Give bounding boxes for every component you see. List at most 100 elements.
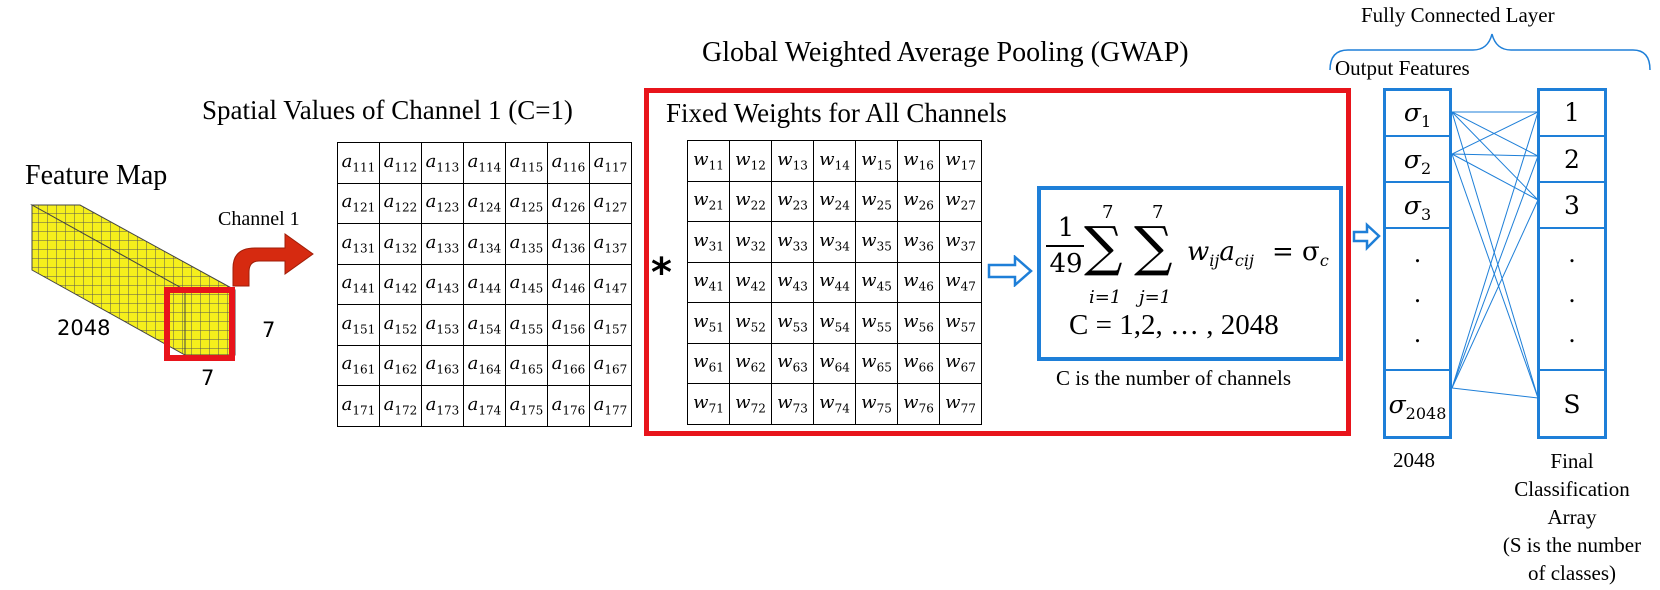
spatial-value-cell: a146 xyxy=(547,263,590,305)
spatial-value-cell: a115 xyxy=(505,142,548,184)
formula-result: = σ xyxy=(1272,237,1320,267)
formula-term: wijacij xyxy=(1187,237,1254,271)
formula-numerator: 1 xyxy=(1057,213,1075,243)
fc-connection-line xyxy=(1452,111,1538,155)
cube-width-label: 7 xyxy=(201,366,215,390)
output-feature-cell: σ2 xyxy=(1386,135,1449,183)
weight-cell: w26 xyxy=(897,180,940,222)
output-features-label: Output Features xyxy=(1335,56,1470,80)
spatial-value-cell: a163 xyxy=(421,344,464,386)
weight-cell: w47 xyxy=(939,261,982,303)
fc-connection-line xyxy=(1452,153,1538,201)
weight-cell: w77 xyxy=(939,383,982,425)
weight-cell: w17 xyxy=(939,140,982,182)
cube-height-label: 7 xyxy=(262,318,276,342)
spatial-value-cell: a165 xyxy=(505,344,548,386)
spatial-value-cell: a126 xyxy=(547,182,590,224)
class-ellipsis-dot: . xyxy=(1568,239,1576,268)
fc-connection-line xyxy=(1452,153,1538,399)
spatial-value-cell: a117 xyxy=(589,142,632,184)
fc-connection-line xyxy=(1452,387,1538,399)
sum-upper-1: 7 xyxy=(1102,202,1114,223)
spatial-value-cell: a162 xyxy=(379,344,422,386)
weight-cell: w61 xyxy=(687,342,730,384)
output-feature-cell: σ2048 xyxy=(1386,369,1449,438)
multiply-symbol: * xyxy=(651,250,672,296)
weight-cell: w42 xyxy=(729,261,772,303)
class-cell: 2 xyxy=(1540,135,1604,183)
spatial-value-cell: a137 xyxy=(589,223,632,265)
weight-cell: w54 xyxy=(813,302,856,344)
weight-cell: w45 xyxy=(855,261,898,303)
output-arrow xyxy=(1352,222,1381,252)
weight-cell: w55 xyxy=(855,302,898,344)
weight-cell: w51 xyxy=(687,302,730,344)
fc-connection-line xyxy=(1452,111,1538,389)
weight-cell: w44 xyxy=(813,261,856,303)
spatial-value-cell: a172 xyxy=(379,385,422,427)
fc-connection-line xyxy=(1452,199,1538,389)
spatial-value-cell: a131 xyxy=(337,223,380,265)
spatial-value-cell: a166 xyxy=(547,344,590,386)
formula-equals: = σc xyxy=(1272,237,1329,270)
fc-brace xyxy=(1329,33,1651,71)
spatial-value-cell: a112 xyxy=(379,142,422,184)
spatial-value-cell: a152 xyxy=(379,304,422,346)
spatial-value-cell: a135 xyxy=(505,223,548,265)
spatial-value-cell: a154 xyxy=(463,304,506,346)
spatial-value-cell: a145 xyxy=(505,263,548,305)
spatial-value-cell: a177 xyxy=(589,385,632,427)
spatial-value-cell: a173 xyxy=(421,385,464,427)
spatial-value-cell: a111 xyxy=(337,142,380,184)
fc-connections xyxy=(1452,111,1538,399)
spatial-value-cell: a176 xyxy=(547,385,590,427)
weight-cell: w63 xyxy=(771,342,814,384)
gwap-title: Global Weighted Average Pooling (GWAP) xyxy=(702,37,1189,68)
spatial-title: Spatial Values of Channel 1 (C=1) xyxy=(202,95,573,125)
spatial-value-cell: a151 xyxy=(337,304,380,346)
spatial-value-cell: a161 xyxy=(337,344,380,386)
weight-cell: w64 xyxy=(813,342,856,384)
feature-map-cube xyxy=(30,204,236,361)
weight-cell: w56 xyxy=(897,302,940,344)
weight-cell: w21 xyxy=(687,180,730,222)
weight-cell: w57 xyxy=(939,302,982,344)
channel-label: Channel 1 xyxy=(218,208,300,230)
weight-cell: w22 xyxy=(729,180,772,222)
output-feature-ellipsis-dot: . xyxy=(1414,279,1421,308)
class-ellipsis-region xyxy=(1540,227,1604,371)
weight-cell: w73 xyxy=(771,383,814,425)
spatial-value-cell: a125 xyxy=(505,182,548,224)
spatial-value-cell: a123 xyxy=(421,182,464,224)
weight-cell: w34 xyxy=(813,221,856,263)
spatial-value-cell: a134 xyxy=(463,223,506,265)
cube-depth-label: 2048 xyxy=(57,316,111,340)
spatial-value-cell: a141 xyxy=(337,263,380,305)
output-feature-ellipsis-region xyxy=(1386,227,1449,371)
class-cell: S xyxy=(1540,369,1604,438)
spatial-value-cell: a171 xyxy=(337,385,380,427)
weight-cell: w67 xyxy=(939,342,982,384)
sum-sigma-2: ∑ xyxy=(1134,215,1173,278)
spatial-value-cell: a121 xyxy=(337,182,380,224)
spatial-value-cell: a143 xyxy=(421,263,464,305)
sum-lower-1: i=1 xyxy=(1089,287,1122,308)
weight-cell: w16 xyxy=(897,140,940,182)
sum-sigma-1: ∑ xyxy=(1084,215,1123,278)
weight-cell: w36 xyxy=(897,221,940,263)
feature-map-label: Feature Map xyxy=(25,160,168,191)
weight-cell: w66 xyxy=(897,342,940,384)
weight-cell: w52 xyxy=(729,302,772,344)
formula-box xyxy=(1037,186,1343,361)
weight-cell: w23 xyxy=(771,180,814,222)
fc-connection-line xyxy=(1452,111,1538,157)
weight-cell: w35 xyxy=(855,221,898,263)
weight-cell: w74 xyxy=(813,383,856,425)
weights-title: Fixed Weights for All Channels xyxy=(666,98,1007,128)
weight-cell: w37 xyxy=(939,221,982,263)
spatial-value-cell: a156 xyxy=(547,304,590,346)
weight-cell: w12 xyxy=(729,140,772,182)
weight-cell: w32 xyxy=(729,221,772,263)
channels-range: C = 1,2, … , 2048 xyxy=(1069,309,1279,341)
